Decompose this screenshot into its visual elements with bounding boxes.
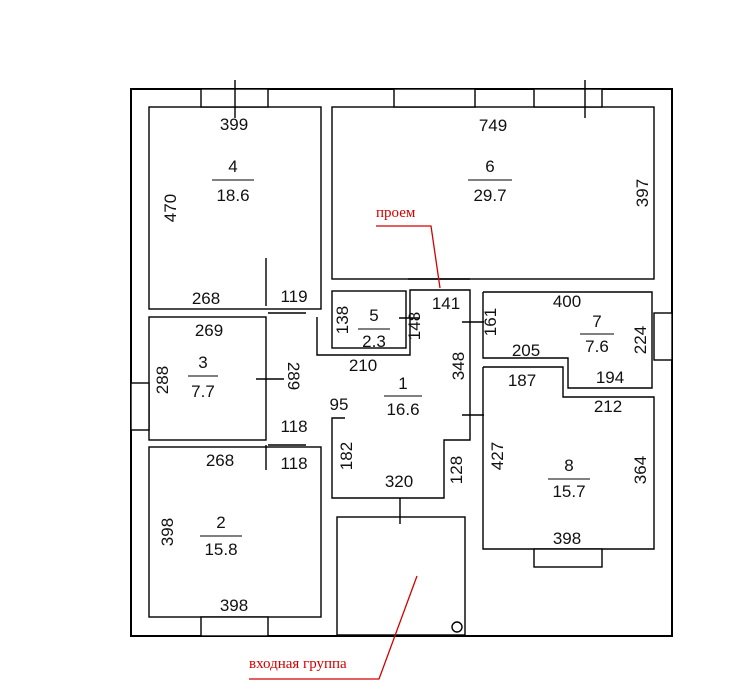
dim-label: 118 (280, 417, 307, 436)
room-3-number: 3 (198, 353, 207, 372)
dim-label: 95 (330, 395, 349, 414)
entrance-porch (336, 516, 466, 636)
room-labels: 4 18.6 6 29.7 5 2.3 7 7.6 3 7.7 1 16.6 8… (188, 157, 614, 559)
window-icon (200, 616, 269, 637)
dimension-labels: 399 470 268 749 397 119 141 138 148 210 … (153, 115, 652, 615)
dim-label: 182 (337, 442, 356, 470)
entrance-leader-line (249, 575, 418, 680)
dim-label: 400 (553, 292, 581, 311)
dim-label: 187 (508, 371, 536, 390)
dim-label: 212 (594, 397, 622, 416)
room-2-number: 2 (216, 513, 225, 532)
dim-label: 119 (280, 287, 307, 306)
dim-label: 749 (479, 116, 507, 135)
room-7-number: 7 (592, 312, 601, 331)
window-icon (533, 88, 603, 108)
entrance-annotation: входная группа (249, 656, 347, 672)
dim-label: 399 (220, 115, 248, 134)
room-2-area: 15.8 (204, 540, 237, 559)
dim-label: 289 (284, 362, 303, 390)
dim-label: 148 (405, 312, 424, 340)
dim-label: 141 (432, 294, 460, 313)
dim-label: 397 (633, 179, 652, 207)
dim-label: 268 (206, 451, 234, 470)
dim-label: 398 (553, 529, 581, 548)
porch-post (451, 621, 463, 633)
room-5-number: 5 (369, 306, 378, 325)
room-3-area: 7.7 (191, 382, 215, 401)
room-8-number: 8 (564, 456, 573, 475)
room-6-area: 29.7 (473, 186, 506, 205)
window-icon (533, 548, 603, 568)
dim-label: 118 (280, 454, 307, 473)
room-4-area: 18.6 (216, 186, 249, 205)
door-ticks (234, 80, 586, 524)
dim-label: 128 (447, 456, 466, 484)
window-icon (130, 382, 150, 431)
dim-label: 210 (349, 356, 377, 375)
dim-label: 138 (333, 306, 352, 334)
dim-label: 348 (449, 352, 468, 380)
annotations: проем входная группа (249, 205, 441, 680)
room-7-area: 7.6 (585, 337, 609, 356)
dim-label: 194 (596, 368, 624, 387)
dim-label: 398 (158, 518, 177, 546)
room-1-area: 16.6 (386, 400, 419, 419)
dim-label: 398 (220, 596, 248, 615)
dim-label: 205 (512, 341, 540, 360)
dim-label: 268 (192, 289, 220, 308)
dim-label: 224 (631, 326, 650, 354)
dim-label: 161 (481, 308, 500, 336)
room-8-area: 15.7 (552, 482, 585, 501)
room-4-number: 4 (228, 157, 237, 176)
dim-label: 364 (631, 456, 650, 484)
room-5-outline (331, 290, 407, 349)
room-1-number: 1 (398, 374, 407, 393)
dim-label: 269 (195, 321, 223, 340)
opening-annotation: проем (376, 205, 416, 221)
windows (130, 88, 673, 637)
hall-outline (316, 289, 471, 499)
room-7-outline (482, 291, 653, 389)
opening-leader-line (376, 225, 441, 289)
room-8-outline (482, 366, 655, 550)
window-icon (653, 312, 673, 361)
room-6-number: 6 (485, 157, 494, 176)
window-icon (393, 88, 476, 108)
dim-label: 288 (153, 366, 172, 394)
dim-label: 320 (385, 472, 413, 491)
room-5-area: 2.3 (362, 332, 386, 351)
dim-label: 427 (488, 442, 507, 470)
dim-label: 470 (161, 194, 180, 222)
room-6-outline (331, 106, 655, 280)
